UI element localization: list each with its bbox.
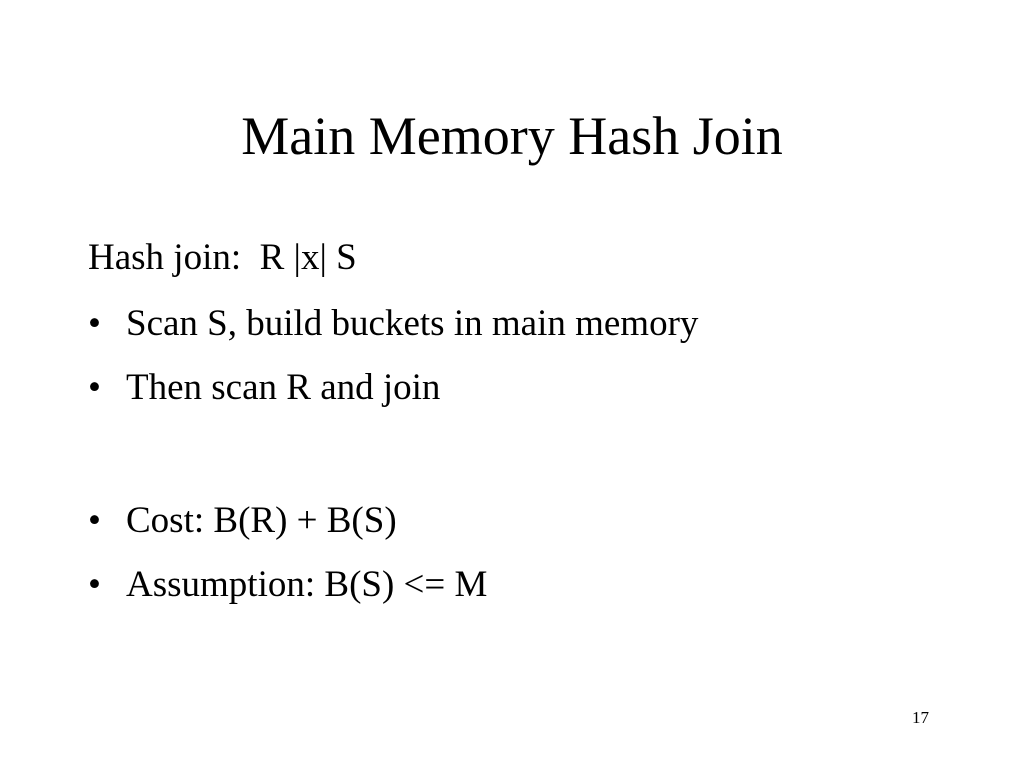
bullet-marker: • [88,500,101,541]
page-number: 17 [912,708,929,727]
bullet-item: • Then scan R and join [88,366,440,410]
bullet-text: Scan S, build buckets in main memory [126,303,699,344]
intro-line: Hash join: R |x| S [88,237,357,278]
bullet-text: Cost: B(R) + B(S) [126,500,397,541]
slide-title: Main Memory Hash Join [241,106,783,166]
bullet-item: • Cost: B(R) + B(S) [88,499,397,543]
bullet-marker: • [88,367,101,408]
bullet-marker: • [88,564,101,605]
bullet-item: • Scan S, build buckets in main memory [88,302,698,346]
bullet-marker: • [88,303,101,344]
bullet-text: Assumption: B(S) <= M [126,564,488,605]
bullet-item: • Assumption: B(S) <= M [88,563,487,607]
bullet-text: Then scan R and join [126,367,441,408]
